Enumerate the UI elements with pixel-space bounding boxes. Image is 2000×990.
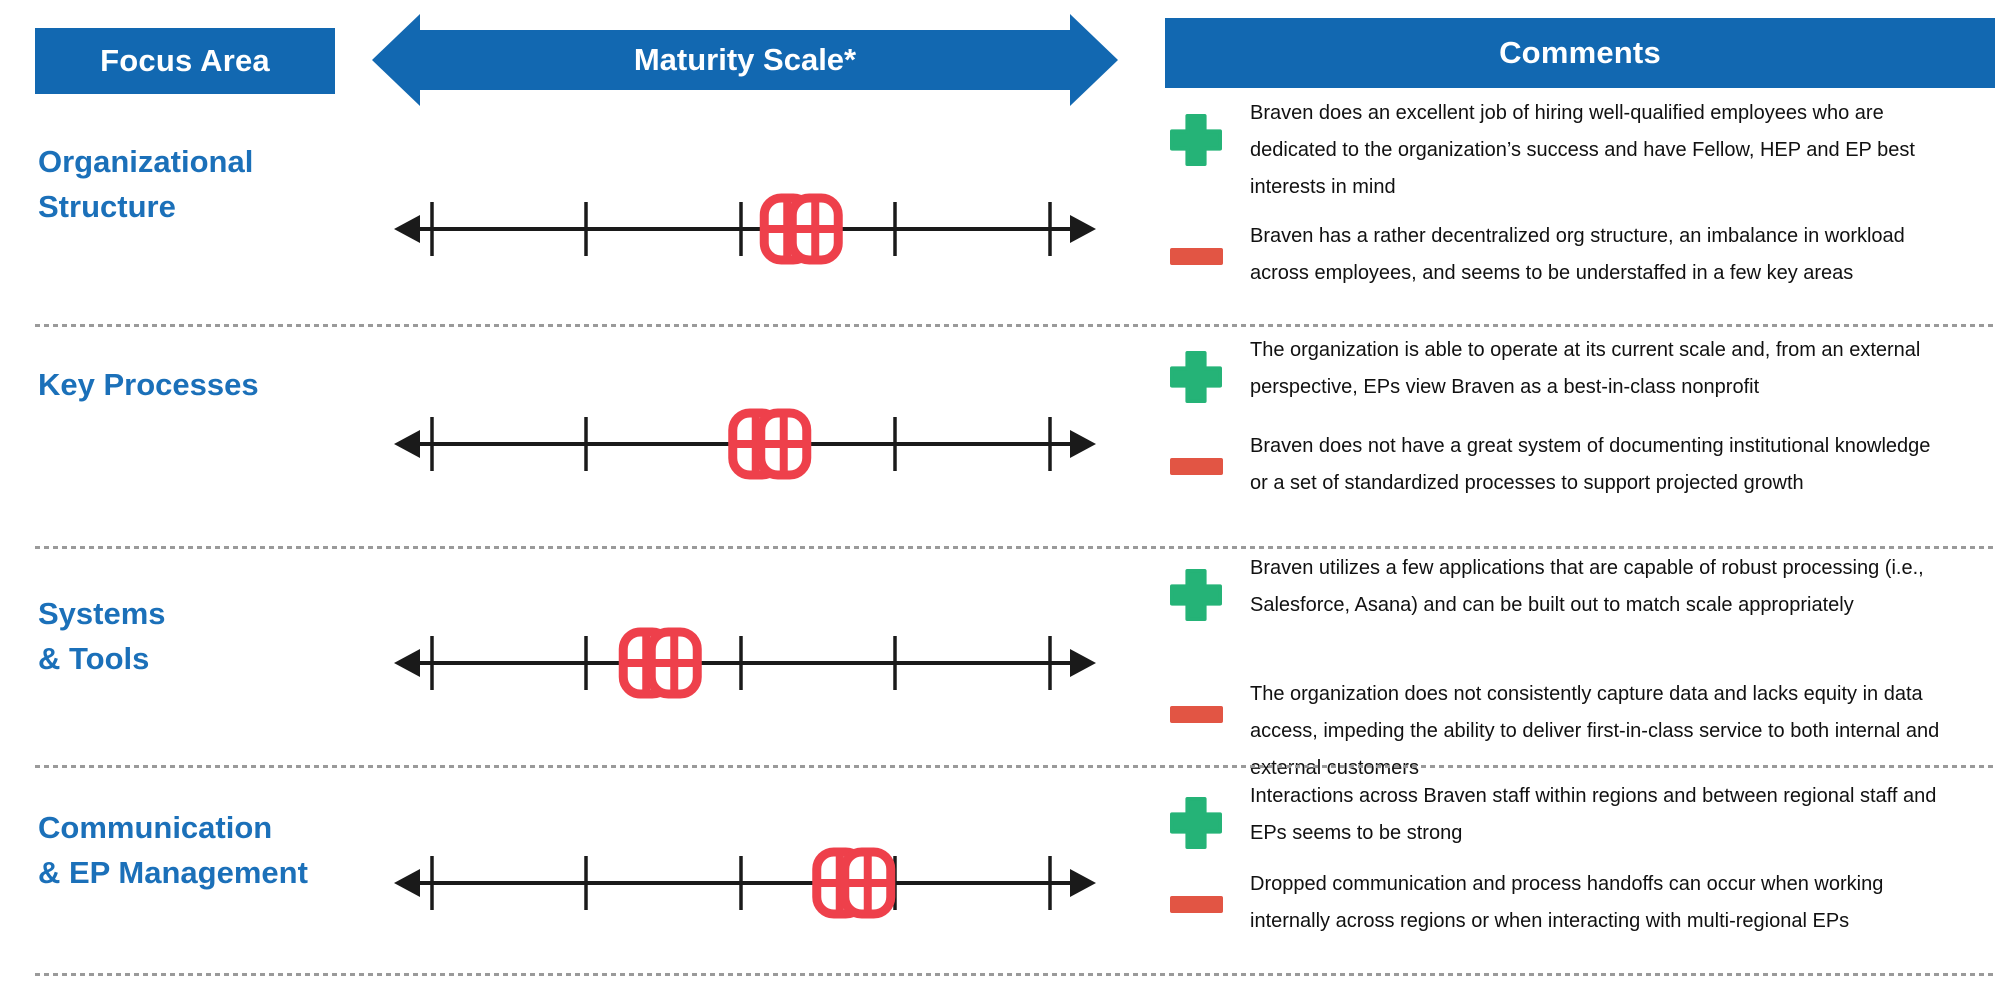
comment-text: Interactions across Braven staff within … — [1250, 785, 1937, 844]
maturity-scale — [394, 627, 1096, 699]
label-line-2: & Tools — [38, 641, 150, 676]
focus-area-label: Communication & EP Management — [38, 805, 308, 895]
strength-comment: Braven does an excellent job of hiring w… — [1168, 95, 1990, 206]
plus-icon — [1170, 797, 1222, 849]
arrow-left-point-icon — [372, 14, 420, 106]
maturity-marker-icon — [812, 847, 896, 919]
maturity-scale — [394, 408, 1096, 480]
plus-icon — [1170, 569, 1222, 621]
label-line-1: Key Processes — [38, 367, 259, 402]
scale-axis — [394, 856, 1096, 910]
focus-area-header: Focus Area — [35, 28, 335, 94]
scale-axis — [394, 636, 1096, 690]
weakness-comment: Braven does not have a great system of d… — [1168, 428, 1990, 502]
icon-cell — [1168, 218, 1250, 292]
maturity-marker-icon — [759, 193, 843, 265]
comment-text: Braven does not have a great system of d… — [1250, 435, 1931, 494]
icon-cell — [1168, 332, 1250, 406]
maturity-marker-icon — [618, 627, 702, 699]
comment-text: Braven does an excellent job of hiring w… — [1250, 102, 1915, 198]
scale-axis — [394, 202, 1096, 256]
minus-icon — [1170, 706, 1223, 723]
arrow-right-point-icon — [1070, 14, 1118, 106]
comment-text: Braven utilizes a few applications that … — [1250, 557, 1924, 616]
comment-text: Braven has a rather decentralized org st… — [1250, 225, 1905, 284]
minus-icon — [1170, 896, 1223, 913]
row-separator — [35, 973, 1993, 976]
minus-icon — [1170, 248, 1223, 265]
weakness-comment: Dropped communication and process handof… — [1168, 866, 1990, 940]
label-line-1: Organizational — [38, 144, 254, 179]
label-line-1: Communication — [38, 810, 273, 845]
weakness-comment: The organization does not consistently c… — [1168, 676, 1990, 787]
label-line-2: & EP Management — [38, 855, 308, 890]
comment-text: Dropped communication and process handof… — [1250, 873, 1884, 932]
icon-cell — [1168, 550, 1250, 624]
maturity-scale-header-label: Maturity Scale* — [633, 42, 857, 77]
row-separator — [35, 765, 1993, 768]
comment-text: The organization is able to operate at i… — [1250, 339, 1921, 398]
icon-cell — [1168, 676, 1250, 787]
comments-header: Comments — [1165, 18, 1995, 88]
maturity-scale — [394, 193, 1096, 265]
icon-cell — [1168, 866, 1250, 940]
label-line-2: Structure — [38, 189, 176, 224]
icon-cell — [1168, 428, 1250, 502]
row-separator — [35, 546, 1993, 549]
maturity-marker-icon — [728, 408, 812, 480]
focus-area-label: Key Processes — [38, 362, 259, 407]
plus-icon — [1170, 351, 1222, 403]
focus-area-label: Systems & Tools — [38, 591, 166, 681]
row-separator — [35, 324, 1993, 327]
maturity-scale-header: Maturity Scale* — [372, 14, 1118, 106]
strength-comment: Braven utilizes a few applications that … — [1168, 550, 1990, 624]
focus-area-label: Organizational Structure — [38, 139, 253, 229]
weakness-comment: Braven has a rather decentralized org st… — [1168, 218, 1990, 292]
label-line-1: Systems — [38, 596, 166, 631]
scale-axis — [394, 417, 1096, 471]
minus-icon — [1170, 458, 1223, 475]
comment-text: The organization does not consistently c… — [1250, 683, 1940, 779]
icon-cell — [1168, 778, 1250, 852]
maturity-scale — [394, 847, 1096, 919]
plus-icon — [1170, 114, 1222, 166]
icon-cell — [1168, 95, 1250, 206]
strength-comment: Interactions across Braven staff within … — [1168, 778, 1990, 852]
strength-comment: The organization is able to operate at i… — [1168, 332, 1990, 406]
